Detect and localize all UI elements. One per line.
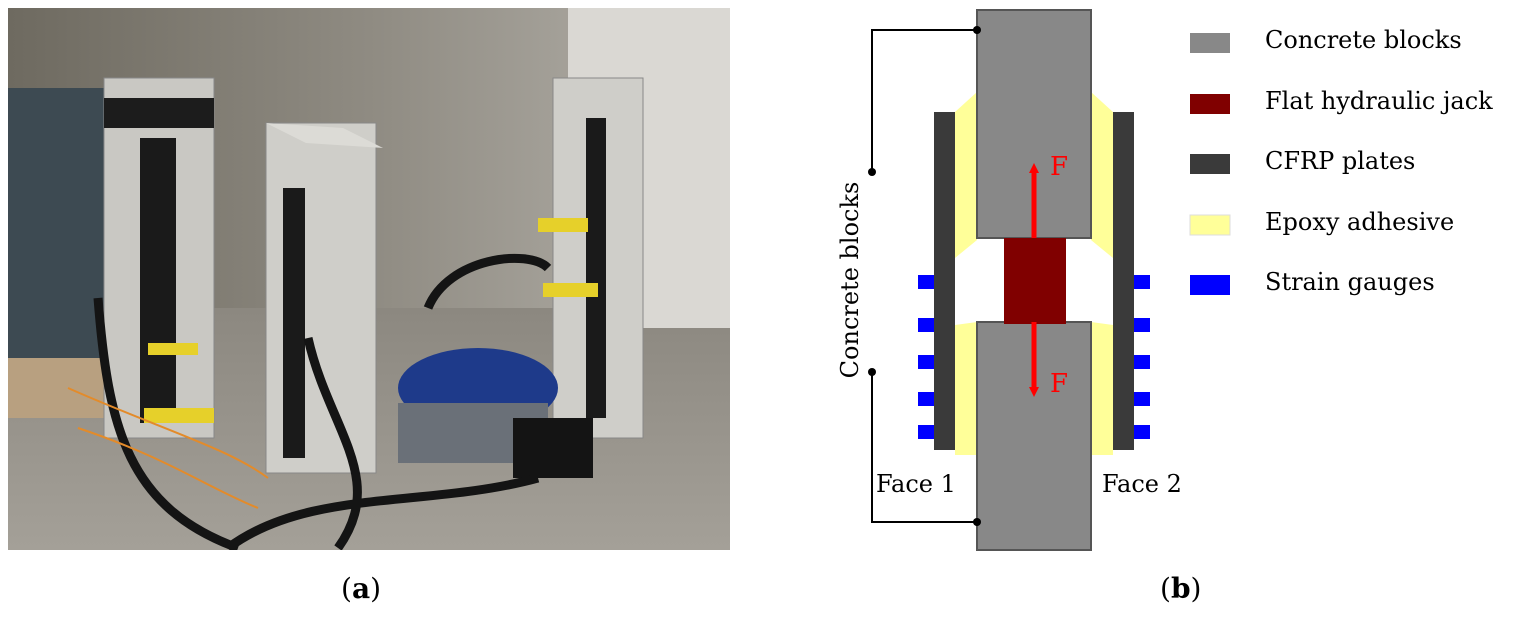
legend-swatch-concrete — [1190, 33, 1230, 53]
hose-4 — [225, 473, 540, 550]
photo-drawing — [8, 8, 730, 550]
strain-gauge-right-2 — [1134, 318, 1150, 332]
specimen-1-top-band — [104, 98, 214, 128]
bracket-top — [871, 29, 977, 172]
test-setup-photo — [8, 8, 730, 550]
specimen-3-cfrp — [586, 118, 606, 418]
caption-a: (a) — [341, 572, 382, 605]
face-2-label: Face 2 — [1102, 470, 1182, 498]
legend-label-cfrp: CFRP plates — [1265, 147, 1415, 175]
side-label: Concrete blocks — [836, 182, 864, 379]
strain-gauge-right-3 — [1134, 355, 1150, 369]
cfrp-plate-right — [1113, 112, 1134, 450]
epoxy-left-top — [955, 92, 977, 258]
epoxy-left-bottom — [955, 322, 977, 455]
strain-gauge-left-5 — [918, 425, 934, 439]
strain-gauge-left-1 — [918, 275, 934, 289]
orange-cable-2 — [77, 427, 259, 509]
caption-b: (b) — [1160, 572, 1202, 605]
hose-1 — [93, 297, 240, 550]
legend-swatch-cfrp — [1190, 154, 1230, 174]
bracket-dot-4 — [973, 518, 981, 526]
force-label-bottom: F — [1050, 369, 1068, 399]
bracket-dot-2 — [868, 168, 876, 176]
epoxy-right-top — [1091, 92, 1113, 258]
specimen-1-tape-2 — [148, 343, 198, 355]
legend-swatch-gauges — [1190, 275, 1230, 295]
specimen-2-cfrp — [283, 188, 305, 458]
schematic-svg: F F Concrete blocks Face 1 Face 2 Concre… — [836, 9, 1493, 551]
specimen-3-tape-2 — [543, 283, 598, 297]
hose-3 — [423, 253, 552, 310]
epoxy-right-bottom — [1091, 322, 1113, 455]
legend-swatch-epoxy — [1189, 214, 1231, 236]
legend-label-jack: Flat hydraulic jack — [1265, 87, 1493, 115]
strain-gauge-right-5 — [1134, 425, 1150, 439]
flat-hydraulic-jack — [1004, 238, 1066, 324]
force-label-top: F — [1050, 152, 1068, 182]
specimen-1-tape — [144, 408, 214, 423]
schematic-diagram: F F Concrete blocks Face 1 Face 2 Concre… — [820, 0, 1517, 617]
strain-gauge-right-4 — [1134, 392, 1150, 406]
strain-gauge-left-2 — [918, 318, 934, 332]
legend: Concrete blocks Flat hydraulic jack CFRP… — [1189, 26, 1493, 296]
bracket-dot-3 — [868, 368, 876, 376]
specimen-1-cfrp — [140, 138, 176, 423]
legend-label-gauges: Strain gauges — [1265, 268, 1435, 296]
specimen-3-tape — [538, 218, 588, 232]
hose-2 — [303, 337, 362, 550]
pump-valve — [513, 418, 593, 478]
specimen-2-top — [266, 123, 383, 148]
legend-label-concrete: Concrete blocks — [1265, 26, 1462, 54]
face-1-label: Face 1 — [876, 470, 956, 498]
bracket-dot-1 — [973, 26, 981, 34]
legend-label-epoxy: Epoxy adhesive — [1265, 208, 1454, 236]
strain-gauge-left-3 — [918, 355, 934, 369]
specimen-2 — [265, 122, 377, 474]
cfrp-plate-left — [934, 112, 955, 450]
orange-cable — [67, 387, 269, 479]
bracket-bottom — [871, 372, 977, 523]
strain-gauge-right-1 — [1134, 275, 1150, 289]
wood-pallet — [8, 358, 118, 418]
strain-gauge-left-4 — [918, 392, 934, 406]
legend-swatch-jack — [1190, 94, 1230, 114]
